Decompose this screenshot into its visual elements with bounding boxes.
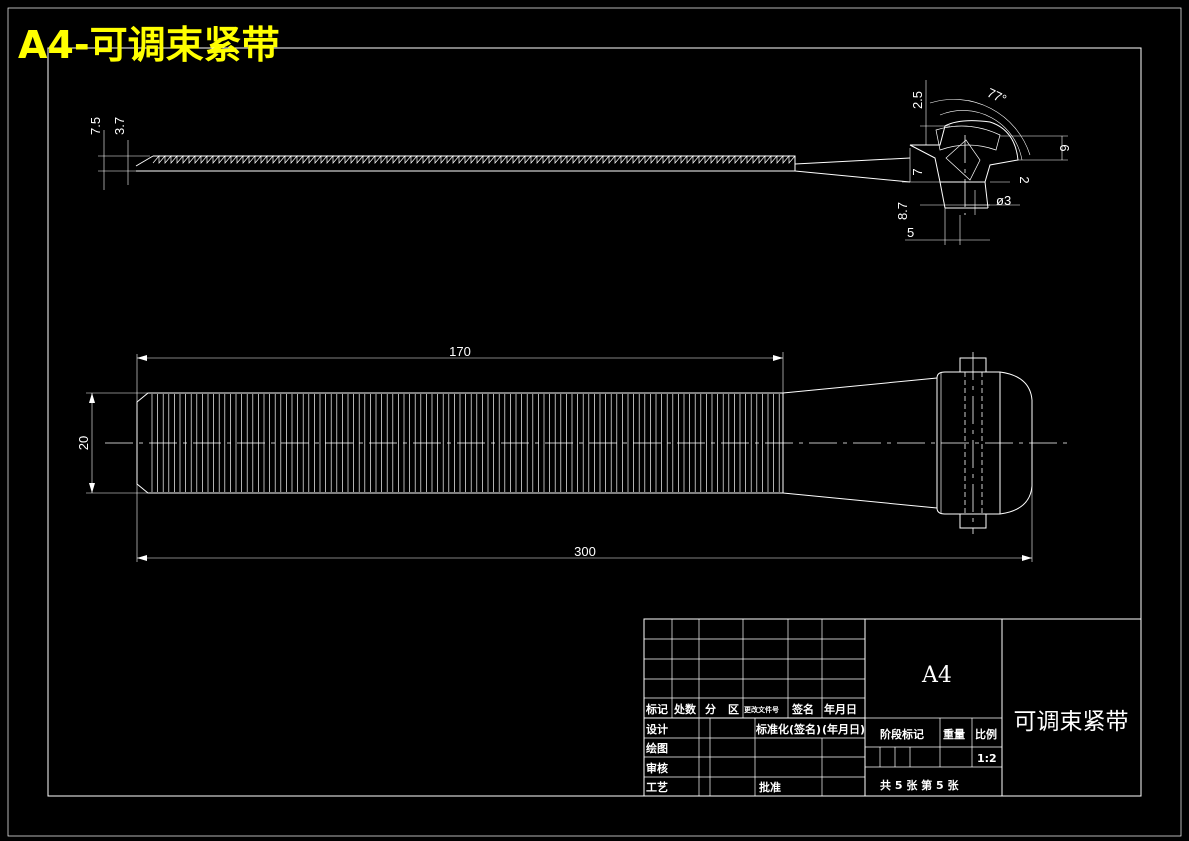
tb-date: 年月日	[824, 702, 857, 716]
tb-standard: 标准化	[755, 722, 789, 736]
dim-8.7: 8.7	[895, 202, 910, 220]
tb-part: 分	[705, 702, 716, 716]
tb-design: 设计	[646, 722, 668, 736]
tb-scale-label: 比例	[975, 727, 997, 741]
tb-check: 审核	[646, 761, 668, 775]
tb-sign: (签名)	[789, 722, 821, 736]
plan-view: 170 20 300	[76, 344, 1068, 562]
dim-7: 7	[910, 168, 925, 175]
side-view: 7.5 3.7 2.5 77° 6 7 2 8.7 ø3 5	[88, 80, 1072, 245]
tb-change-doc: 更改文件号	[744, 705, 779, 714]
dim-6: 6	[1057, 144, 1072, 151]
tb-mark: 标记	[645, 702, 668, 716]
title-block: 标记 处数 分 区 更改文件号 签名 年月日 设计 标准化 (签名) (年月日)…	[643, 618, 1142, 797]
inner-frame	[47, 47, 1142, 797]
dim-2: 2	[1017, 176, 1032, 183]
dim-300: 300	[574, 544, 596, 559]
tb-weight: 重量	[943, 727, 965, 741]
tb-process: 工艺	[646, 780, 668, 794]
tb-scale: 1:2	[977, 752, 997, 765]
tb-signature: 签名	[791, 702, 814, 716]
tb-part-name: 可调束紧带	[1014, 709, 1129, 735]
tb-approve: 批准	[759, 780, 781, 794]
tb-draw: 绘图	[646, 741, 668, 755]
dim-20: 20	[76, 436, 91, 450]
tb-date2: (年月日)	[822, 722, 865, 736]
tb-stage: 阶段标记	[880, 727, 924, 741]
dim-5: 5	[907, 225, 914, 240]
dim-3.7: 3.7	[112, 117, 127, 135]
dim-2.5: 2.5	[910, 91, 925, 109]
dim-angle: 77°	[985, 85, 1009, 107]
dim-phi3: ø3	[996, 193, 1011, 208]
tb-sheets: 共 5 张 第 5 张	[880, 778, 959, 792]
outer-frame	[7, 7, 1182, 837]
tb-paper-size: A4	[921, 663, 952, 688]
dim-7.5: 7.5	[88, 117, 103, 135]
banner-title: A4-可调束紧带	[18, 23, 280, 67]
tb-count: 处数	[673, 702, 697, 716]
tb-zone: 区	[728, 703, 739, 716]
dim-170: 170	[449, 344, 471, 359]
